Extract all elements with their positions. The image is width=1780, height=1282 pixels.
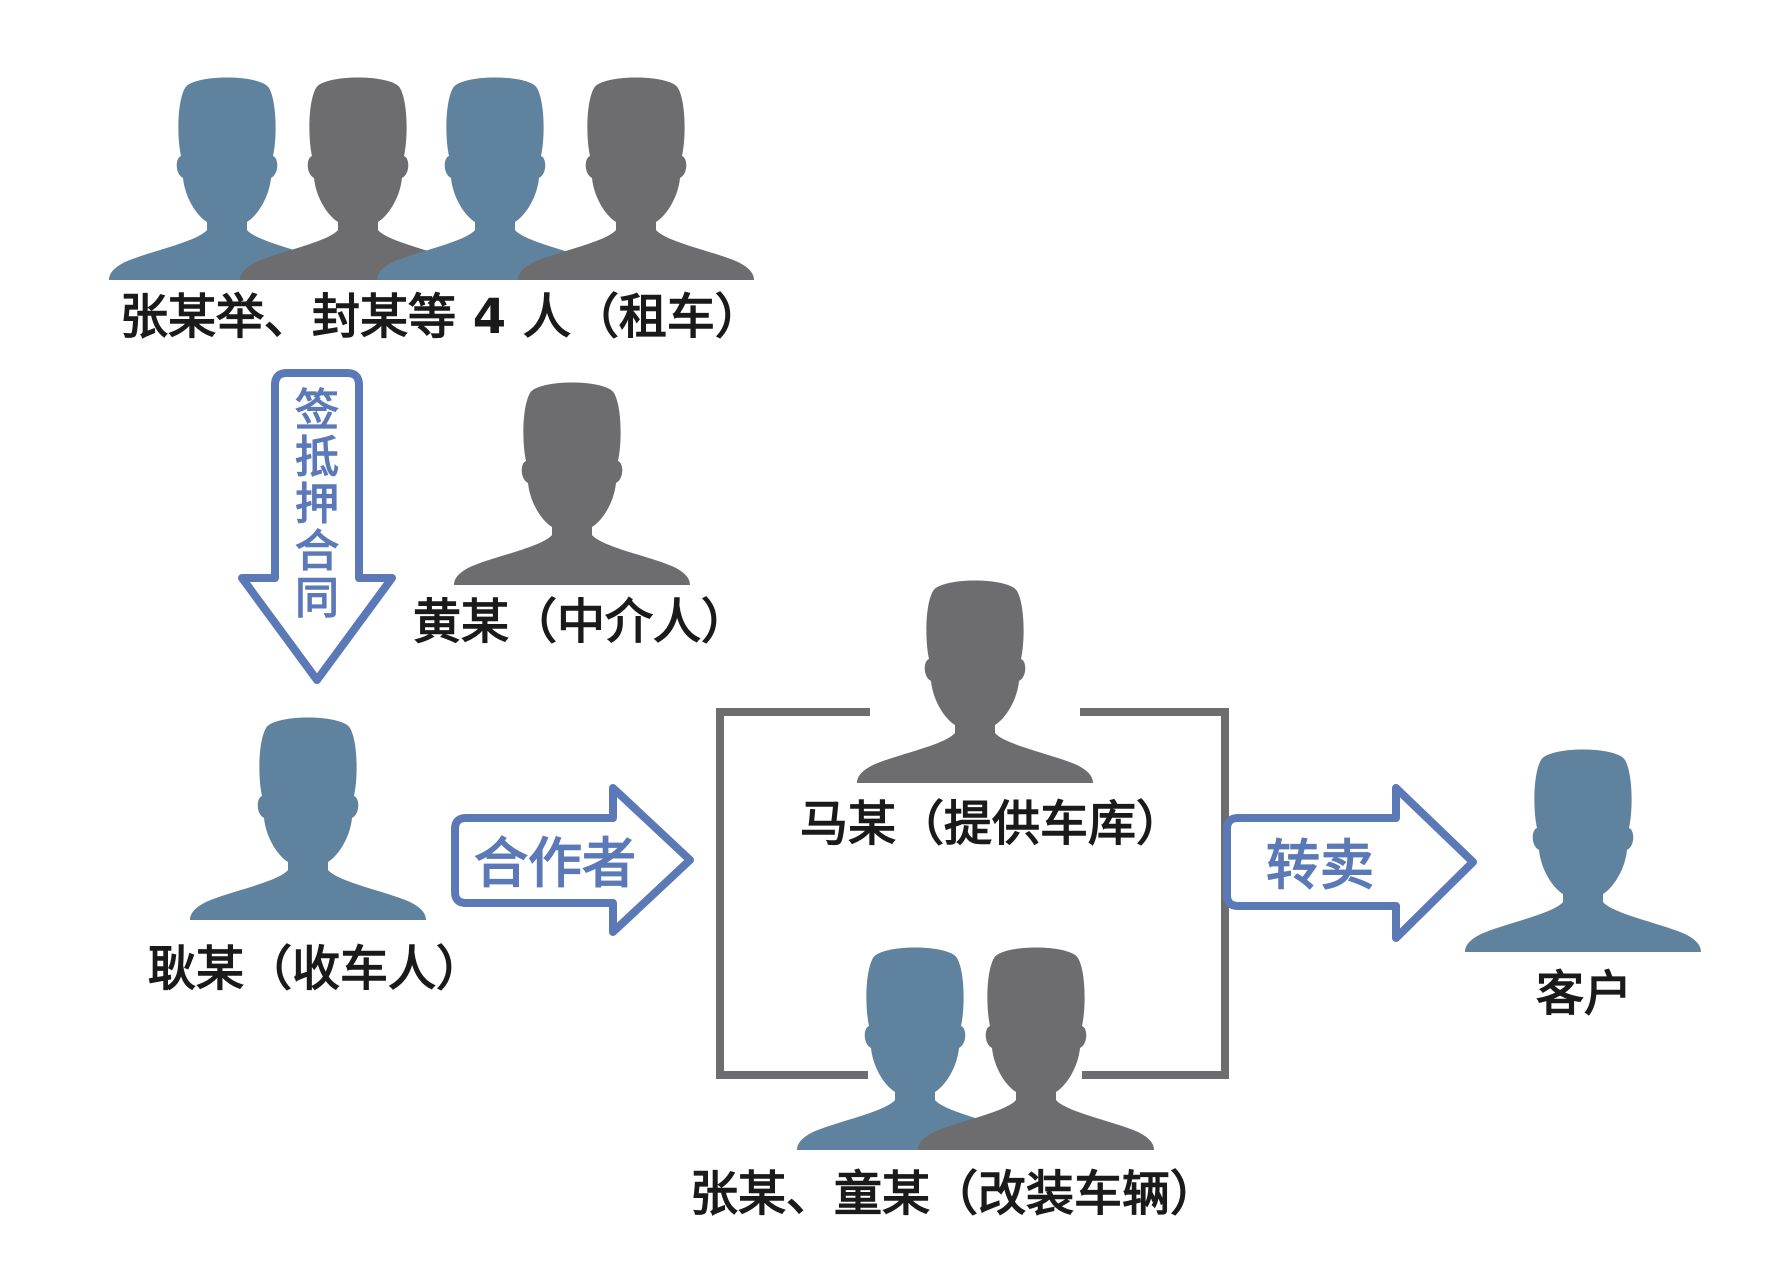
garage-label: 马某（提供车库） xyxy=(800,796,1185,852)
pledge-arrow-char-2: 抵 xyxy=(295,432,339,483)
pledge-arrow-char-3: 押 xyxy=(295,479,339,530)
partner-arrow: 合作者 xyxy=(451,784,694,936)
customer-label: 客户 xyxy=(1536,966,1633,1022)
broker-label: 黄某（中介人） xyxy=(413,594,750,650)
pledge-arrow-char-5: 同 xyxy=(295,573,339,624)
renters-label: 张某举、封某等 4 人（租车） xyxy=(120,289,763,345)
resell-arrow-label: 转卖 xyxy=(1266,834,1374,897)
resell-arrow: 转卖 xyxy=(1223,784,1477,942)
customer-person-icon xyxy=(1465,749,1701,952)
collector-label: 耿某（收车人） xyxy=(148,941,485,997)
collector-person-icon xyxy=(190,717,426,920)
pledge-arrow-char-1: 签 xyxy=(295,385,339,436)
pledge-arrow: 签 抵 押 合 同 xyxy=(238,369,396,684)
pledge-arrow-char-4: 合 xyxy=(295,526,339,577)
broker-person-icon xyxy=(454,382,690,585)
partner-arrow-label: 合作者 xyxy=(474,832,636,895)
garage-person-icon xyxy=(857,580,1093,783)
modifiers-label: 张某、童某（改装车辆） xyxy=(690,1166,1219,1222)
